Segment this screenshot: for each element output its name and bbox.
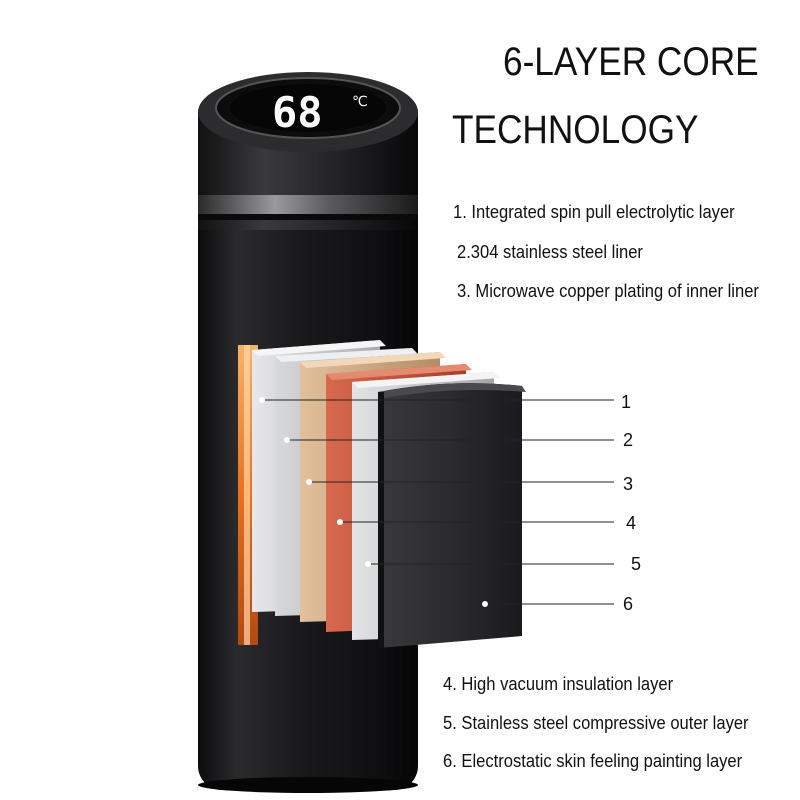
callout-lines [262,399,614,605]
headline-line-1: 6-LAYER CORE [503,40,759,84]
layer-number-6: 6 [623,594,634,614]
temperature-display: 68 ℃ [230,84,386,137]
layer-number-5: 5 [631,554,642,574]
headline-line-2: TECHNOLOGY [452,108,699,152]
feature-item-2: 2.304 stainless steel liner [457,242,643,262]
temperature-value: 68 [272,88,323,137]
layer-number-3: 3 [623,474,634,494]
feature-item-6: 6. Electrostatic skin feeling painting l… [443,751,743,771]
layer-number-4: 4 [626,513,637,533]
feature-item-3: 3. Microwave copper plating of inner lin… [457,281,759,301]
layer-6-electrostatic-paint [378,383,526,648]
layer-number-1: 1 [621,392,632,412]
callout-dots [259,397,488,607]
layer-number-2: 2 [623,430,634,450]
feature-item-1: 1. Integrated spin pull electrolytic lay… [453,202,735,222]
feature-item-5: 5. Stainless steel compressive outer lay… [443,713,749,733]
temperature-unit: ℃ [352,94,368,110]
feature-item-4: 4. High vacuum insulation layer [443,674,674,694]
